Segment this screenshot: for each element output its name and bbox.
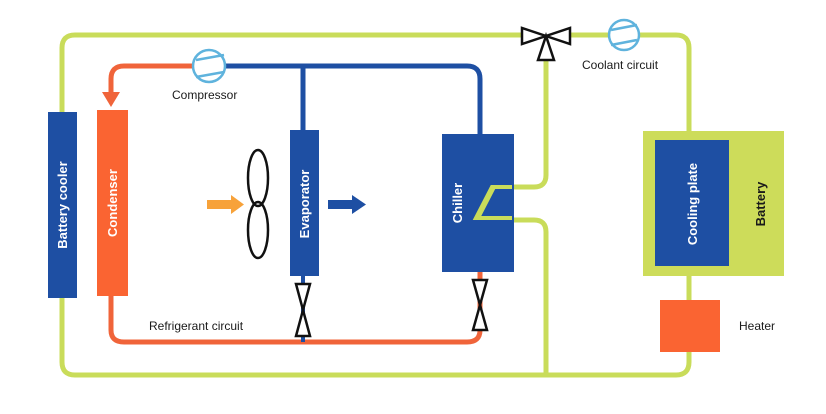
coolant-pump-icon (607, 18, 641, 52)
fan-icon (246, 148, 270, 260)
heater-label: Heater (739, 319, 775, 333)
chiller-coil-icon (472, 185, 512, 220)
chiller-expansion-valve-icon (471, 278, 489, 332)
flow-arrow-icon (102, 92, 120, 107)
chiller-label: Chiller (450, 183, 465, 223)
evaporator (290, 130, 319, 276)
condenser (97, 110, 128, 296)
refrigerant-circuit-label: Refrigerant circuit (149, 319, 244, 333)
battery-cooler (48, 112, 77, 298)
three-way-valve-icon (520, 26, 572, 62)
cooling-plate (655, 140, 729, 266)
compressor-label: Compressor (172, 88, 237, 102)
chiller (442, 134, 514, 272)
airflow-in-arrow-icon (207, 195, 244, 214)
coolant-circuit-label: Coolant circuit (582, 58, 659, 72)
airflow-out-arrow-icon (328, 195, 366, 214)
compressor-pump-icon (191, 48, 227, 84)
cooling-plate-label: Cooling plate (685, 163, 700, 245)
battery-label: Battery (753, 181, 768, 227)
coolant-circuit-lines (59, 32, 692, 378)
condenser-label: Condenser (105, 169, 120, 237)
battery-cooler-label: Battery cooler (55, 161, 70, 248)
heater (660, 300, 720, 352)
evaporator-label: Evaporator (297, 170, 312, 239)
expansion-valve-icon (294, 282, 312, 338)
chiller-coil-segment (476, 186, 496, 219)
